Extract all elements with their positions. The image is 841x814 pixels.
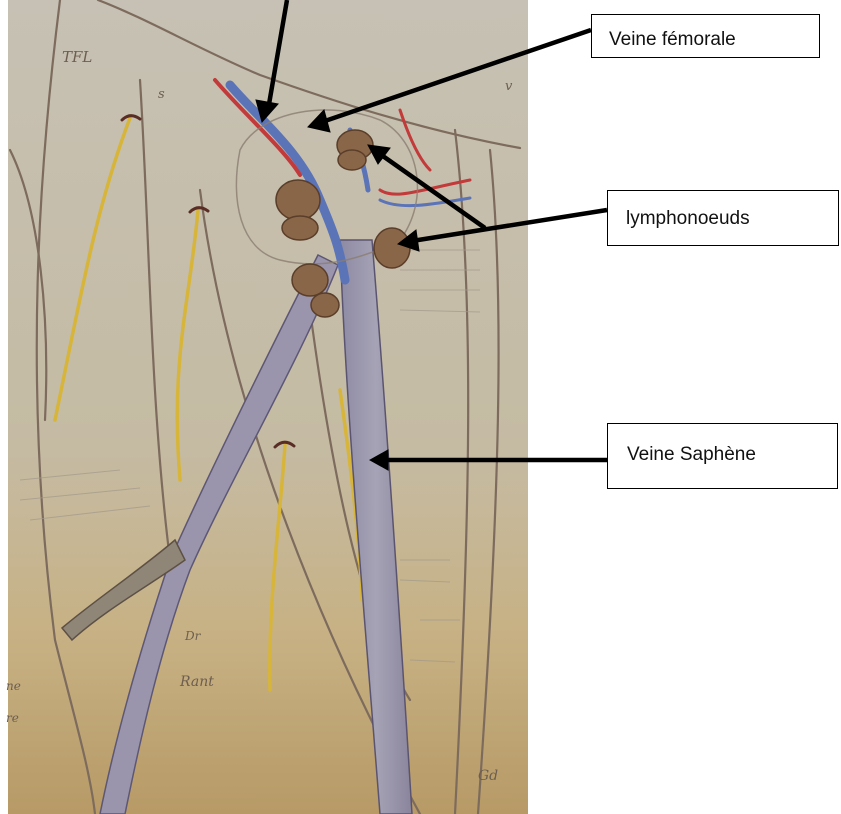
gd-label: Gd xyxy=(478,768,498,784)
v-label: v xyxy=(505,79,513,94)
veine-femorale-label: Veine fémorale xyxy=(609,29,736,51)
s-label: s xyxy=(158,87,165,102)
tfl-label: TFL xyxy=(62,48,92,66)
rant-label: Rant xyxy=(179,674,214,690)
lymphonoeuds-label-box: lymphonoeuds xyxy=(607,190,839,246)
dr-label: Dr xyxy=(184,629,202,643)
veine-femorale-label-box: Veine fémorale xyxy=(591,14,820,58)
lymphonoeuds-label: lymphonoeuds xyxy=(626,208,750,230)
veine-saphene-label: Veine Saphène xyxy=(627,444,756,466)
veine-saphene-label-box: Veine Saphène xyxy=(607,423,838,489)
